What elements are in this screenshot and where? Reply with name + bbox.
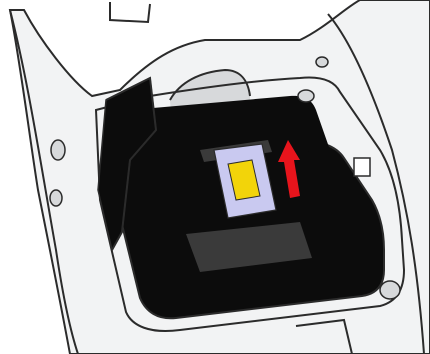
screw-hole <box>316 57 328 67</box>
connector <box>354 158 370 176</box>
side-button <box>51 140 65 160</box>
side-button <box>50 190 62 206</box>
top-notch <box>110 2 150 22</box>
screw-hole <box>298 90 314 102</box>
foot-pad <box>380 281 400 299</box>
